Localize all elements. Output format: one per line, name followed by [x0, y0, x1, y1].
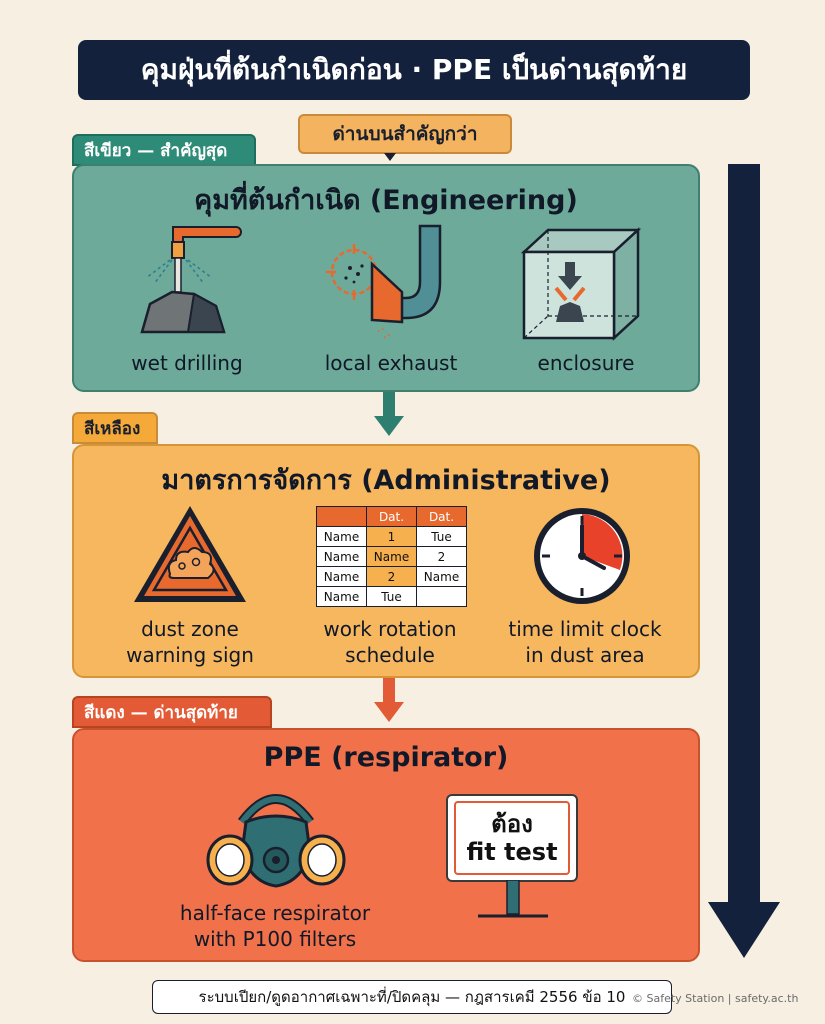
tier-tag-green: สีเขียว — สำคัญสุด [72, 134, 256, 166]
wet-drilling-icon [140, 226, 242, 334]
credit: © Safety Station | safety.ac.th [632, 992, 799, 1005]
schedule-row: Name 1 Tue [316, 526, 467, 547]
schedule-cell: Name [316, 586, 367, 607]
page-title: คุมฝุ่นที่ต้นกำเนิดก่อน · PPE เป็นด่านสุ… [78, 40, 750, 100]
time-limit-clock-icon [534, 508, 630, 604]
tier-tag-red: สีแดง — ด่านสุดท้าย [72, 696, 272, 728]
tier-title-engineering: คุมที่ต้นกำเนิด (Engineering) [194, 185, 578, 216]
caption-local-exhaust: local exhaust [324, 351, 458, 375]
fit-test-line1: ต้อง [491, 810, 533, 838]
caption-dust-zone-line2: warning sign [126, 643, 254, 667]
schedule-cell [316, 506, 367, 527]
schedule-row: Name Name 2 [316, 546, 467, 567]
schedule-cell: Dat. [366, 506, 417, 527]
schedule-row: Name 2 Name [316, 566, 467, 587]
tier-title-ppe: PPE (respirator) [263, 742, 509, 773]
schedule-cell: Name [316, 526, 367, 547]
caption-respirator-line1: half-face respirator [179, 901, 371, 925]
sign-post [478, 880, 548, 918]
tier-title-administrative: มาตรการจัดการ (Administrative) [161, 465, 611, 496]
caption-time-limit-line1: time limit clock [508, 617, 662, 641]
caption-enclosure: enclosure [537, 351, 635, 375]
enclosure-icon [520, 227, 642, 341]
schedule-cell: 1 [366, 526, 417, 547]
respirator-icon [206, 794, 346, 888]
top-note-pointer [384, 153, 396, 161]
side-label: ยิ่งบน ยิ่งกันได้ที่ต้นเหตุ [734, 418, 756, 608]
schedule-row: Name Tue [316, 586, 467, 607]
schedule-cell: Name [366, 546, 417, 567]
flow-arrow-admin-to-ppe [374, 678, 404, 722]
tier-panel-ppe [72, 728, 700, 962]
schedule-header-row: Dat. Dat. [316, 506, 467, 527]
schedule-cell: 2 [416, 546, 467, 567]
schedule-cell: Name [316, 546, 367, 567]
caption-rotation-line1: work rotation [323, 617, 457, 641]
schedule-cell: Tue [366, 586, 417, 607]
fit-test-sign: ต้อง fit test [446, 794, 578, 882]
caption-dust-zone-line1: dust zone [141, 617, 239, 641]
caption-respirator-line2: with P100 filters [193, 927, 357, 951]
top-note: ด่านบนสำคัญกว่า [298, 114, 512, 154]
caption-rotation-line2: schedule [345, 643, 435, 667]
flow-arrow-engineering-to-admin [374, 392, 404, 436]
schedule-cell: Name [316, 566, 367, 587]
caption-wet-drilling: wet drilling [131, 351, 243, 375]
priority-arrow [708, 164, 780, 958]
schedule-cell: Dat. [416, 506, 467, 527]
schedule-cell: Name [416, 566, 467, 587]
local-exhaust-icon [326, 224, 442, 339]
rotation-schedule-table: Dat. Dat. Name 1 Tue Name Name 2 Name 2 … [316, 506, 467, 607]
schedule-cell [416, 586, 467, 607]
schedule-cell: 2 [366, 566, 417, 587]
schedule-cell: Tue [416, 526, 467, 547]
dust-warning-sign-icon [134, 506, 246, 602]
tier-tag-yellow: สีเหลือง [72, 412, 158, 444]
caption-time-limit-line2: in dust area [525, 643, 645, 667]
fit-test-line2: fit test [466, 838, 558, 866]
footer-note: ระบบเปียก/ดูดอากาศเฉพาะที่/ปิดคลุม — กฎส… [152, 980, 672, 1014]
